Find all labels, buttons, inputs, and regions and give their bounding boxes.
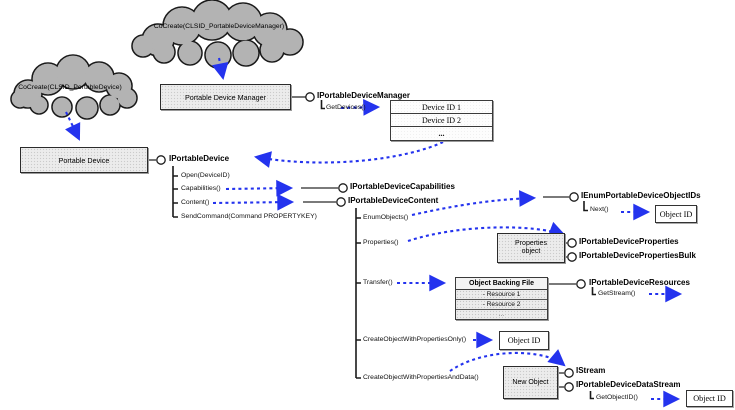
portable-device-box: Portable Device xyxy=(20,147,148,173)
interface-label-istream: IStream xyxy=(576,366,606,375)
table-row: Device ID 1 xyxy=(391,101,492,114)
lollipop-resources-icon xyxy=(576,279,586,289)
method-capabilities: Capabilities() xyxy=(181,185,221,192)
cloud-cocreate-device-label: CoCreate(CLSID_PortableDevice) xyxy=(18,84,122,91)
lollipop-capabilities-icon xyxy=(338,183,348,193)
lollipop-circles xyxy=(156,92,586,392)
method-open: Open(DeviceID) xyxy=(181,172,230,179)
arrow-cocreate-to-device xyxy=(65,111,81,141)
lollipop-iportabledevice-icon xyxy=(156,155,166,165)
interface-label-manager: IPortableDeviceManager xyxy=(317,91,410,100)
interface-label-properties-bulk: IPortableDevicePropertiesBulk xyxy=(579,251,696,260)
lollipop-content-icon xyxy=(336,197,346,207)
method-enumobjects: EnumObjects() xyxy=(363,214,409,221)
object-backing-file-table: Object Backing File - Resource 1 - Resou… xyxy=(455,277,548,320)
interface-label-content: IPortableDeviceContent xyxy=(348,196,439,205)
table-row: Device ID 2 xyxy=(391,114,492,127)
lollipop-istream-icon xyxy=(564,368,574,378)
method-transfer: Transfer() xyxy=(363,279,393,286)
arrow-enumobjects xyxy=(411,190,537,217)
method-getdevices: GetDevices() xyxy=(326,104,366,111)
interface-label-capabilities: IPortableDeviceCapabilities xyxy=(350,182,455,191)
object-id-box-getobjectid: Object ID xyxy=(686,390,733,407)
arrow-create-props-data xyxy=(449,349,566,372)
table-row: - Resource 1 xyxy=(456,290,547,300)
cloud-cocreate-manager-icon xyxy=(131,0,304,69)
lollipop-properties-icon xyxy=(567,238,577,248)
properties-object-box: Properties object xyxy=(497,233,565,263)
interface-label-datastream: IPortableDeviceDataStream xyxy=(576,380,681,389)
method-content: Content() xyxy=(181,199,210,206)
lollipop-propertiesbulk-icon xyxy=(567,252,577,262)
cloud-cocreate-device-icon xyxy=(10,54,138,120)
call-arrows xyxy=(65,57,683,408)
interface-label-enum-objectids: IEnumPortableDeviceObjectIDs xyxy=(581,191,701,200)
arrow-capabilities xyxy=(225,179,294,197)
properties-object-line2: object xyxy=(521,248,541,255)
arrow-content xyxy=(212,193,295,211)
backing-file-header: Object Backing File xyxy=(456,278,547,290)
method-create-props-data: CreateObjectWithPropertiesAndData() xyxy=(363,374,479,381)
arrow-properties xyxy=(407,221,566,242)
new-object-box: New Object xyxy=(503,366,558,399)
object-id-box-next: Object ID xyxy=(655,205,697,223)
portable-device-manager-box: Portable Device Manager xyxy=(160,84,291,110)
method-brackets xyxy=(172,100,596,400)
interface-label-properties: IPortableDeviceProperties xyxy=(579,237,679,246)
cloud-cocreate-manager-label: CoCreate(CLSID_PortableDeviceManager) xyxy=(153,23,285,30)
lollipop-stems xyxy=(148,96,576,388)
method-sendcommand: SendCommand(Command PROPERTYKEY) xyxy=(181,213,317,220)
lollipop-iportabledevicemanager-icon xyxy=(305,92,315,102)
lollipop-enumobjectids-icon xyxy=(569,192,579,202)
interface-label-device: IPortableDevice xyxy=(169,154,230,163)
table-row: ... xyxy=(391,127,492,140)
table-row: - Resource 2 xyxy=(456,300,547,310)
properties-object-line1: Properties xyxy=(515,239,547,247)
arrow-deviceid-to-iportabledevice xyxy=(253,141,444,168)
method-properties: Properties() xyxy=(363,239,399,246)
object-id-box-create: Object ID xyxy=(499,331,549,350)
interface-label-resources: IPortableDeviceResources xyxy=(589,278,690,287)
lollipop-datastream-icon xyxy=(564,382,574,392)
method-next: Next() xyxy=(590,206,609,213)
device-id-table: Device ID 1 Device ID 2 ... xyxy=(390,100,493,141)
method-create-props-only: CreateObjectWithPropertiesOnly() xyxy=(363,336,467,343)
table-row: ... xyxy=(456,310,547,319)
method-getstream: GetStream() xyxy=(598,290,636,297)
method-getobjectid: GetObjectID() xyxy=(596,394,638,401)
